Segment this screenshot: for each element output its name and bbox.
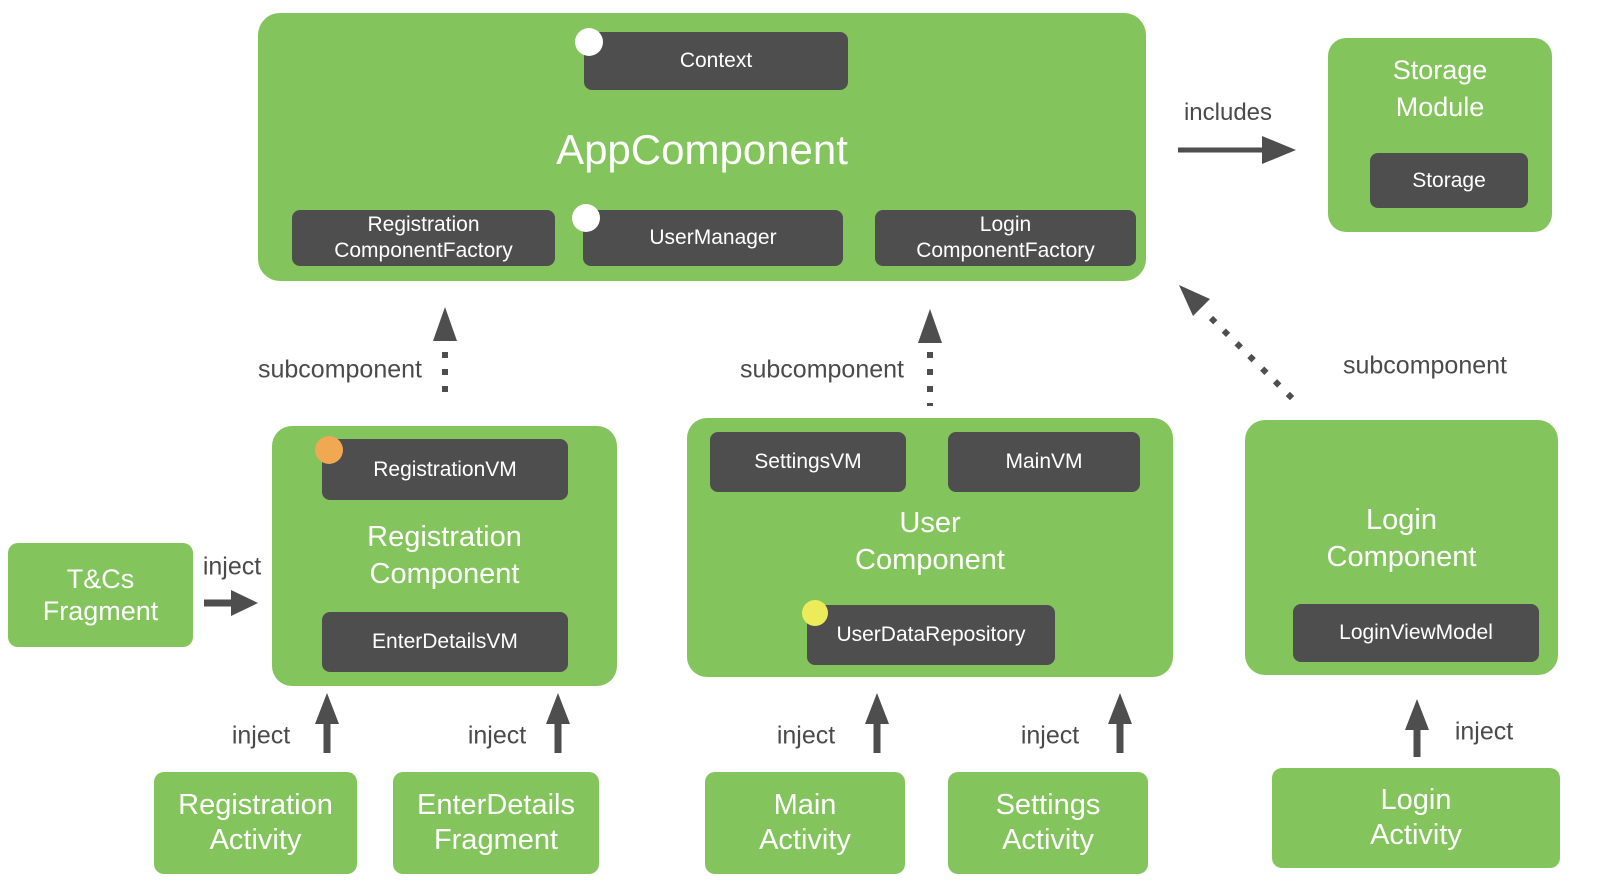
provision-context: Context xyxy=(584,32,848,90)
provision-user-manager-label: UserManager xyxy=(649,226,777,249)
provision-enter-details-vm: EnterDetailsVM xyxy=(322,612,568,672)
user-component-title: User Component xyxy=(855,507,1005,576)
provision-user-data-repository-label: UserDataRepository xyxy=(836,623,1026,646)
provision-registration-vm-label: RegistrationVM xyxy=(373,457,517,481)
includes-arrow-icon xyxy=(1178,136,1296,164)
subcomponent-arrow-login-icon xyxy=(1179,285,1303,409)
provision-storage-label: Storage xyxy=(1412,168,1486,192)
provision-registration-vm: RegistrationVM xyxy=(322,439,568,500)
login-component-box: Login Component LoginViewModel xyxy=(1245,420,1558,675)
provision-context-label: Context xyxy=(679,49,753,72)
login-activity-label: Login Activity xyxy=(1370,784,1462,851)
subcomponent-label-login: subcomponent xyxy=(1342,351,1508,380)
registration-activity-box: Registration Activity xyxy=(154,772,357,874)
inject-arrow-login-activity-icon xyxy=(1405,699,1429,757)
provision-login-view-model-label: LoginViewModel xyxy=(1339,621,1493,644)
inject-label-main-activity: inject xyxy=(776,721,836,750)
inject-label-settings-activity: inject xyxy=(1020,721,1080,750)
provision-user-data-repository: UserDataRepository xyxy=(807,605,1055,665)
provision-main-vm-label: MainVM xyxy=(1005,450,1083,473)
provision-settings-vm-label: SettingsVM xyxy=(754,450,862,473)
login-component-title: Login Component xyxy=(1326,504,1477,573)
inject-arrow-enterdetails-fragment-icon xyxy=(546,693,570,753)
provision-settings-vm: SettingsVM xyxy=(710,432,906,492)
inject-label-registration-activity: inject xyxy=(231,721,291,750)
includes-label: includes xyxy=(1183,99,1273,126)
storage-module-box: Storage Module Storage xyxy=(1328,38,1552,232)
settings-activity-box: Settings Activity xyxy=(948,772,1148,874)
enterdetails-fragment-label: EnterDetails Fragment xyxy=(417,789,575,856)
provision-login-component-factory: Login ComponentFactory xyxy=(875,210,1136,266)
activity-scope-dot-registration-vm-icon xyxy=(315,436,343,464)
app-component-box: AppComponent Context Registration Compon… xyxy=(258,13,1146,281)
provision-registration-component-factory-label: Registration ComponentFactory xyxy=(334,213,513,262)
provision-login-view-model: LoginViewModel xyxy=(1293,604,1539,662)
subcomponent-arrow-user-icon xyxy=(918,309,942,406)
inject-arrow-registration-activity-icon xyxy=(315,693,339,753)
singleton-scope-dot-user-manager-icon xyxy=(572,204,600,232)
login-activity-box: Login Activity xyxy=(1272,768,1560,868)
storage-module-title: Storage Module xyxy=(1392,55,1488,122)
inject-arrow-main-activity-icon xyxy=(865,693,889,753)
subcomponent-label-registration: subcomponent xyxy=(257,355,423,384)
subcomponent-arrow-registration-icon xyxy=(433,307,457,402)
inject-label-login-activity: inject xyxy=(1454,717,1514,746)
provision-main-vm: MainVM xyxy=(948,432,1140,492)
main-activity-box: Main Activity xyxy=(705,772,905,874)
inject-arrow-tcs-icon xyxy=(204,590,258,616)
app-component-title: AppComponent xyxy=(556,126,848,173)
provision-login-component-factory-label: Login ComponentFactory xyxy=(916,213,1095,262)
inject-label-tcs: inject xyxy=(202,552,262,581)
subcomponent-label-user: subcomponent xyxy=(739,355,905,384)
settings-activity-label: Settings Activity xyxy=(995,789,1101,856)
provision-enter-details-vm-label: EnterDetailsVM xyxy=(372,630,518,653)
registration-activity-label: Registration Activity xyxy=(178,789,333,856)
inject-label-enterdetails-fragment: inject xyxy=(467,721,527,750)
tcs-fragment-box: T&Cs Fragment xyxy=(8,543,193,647)
user-scope-dot-user-data-repository-icon xyxy=(802,600,828,626)
provision-storage: Storage xyxy=(1370,153,1528,208)
registration-component-box: RegistrationVM Registration Component En… xyxy=(272,426,617,686)
enterdetails-fragment-box: EnterDetails Fragment xyxy=(393,772,599,874)
inject-arrow-settings-activity-icon xyxy=(1108,693,1132,753)
user-component-box: SettingsVM MainVM User Component UserDat… xyxy=(687,418,1173,677)
registration-component-title: Registration Component xyxy=(367,521,522,590)
singleton-scope-dot-context-icon xyxy=(575,28,603,56)
provision-user-manager: UserManager xyxy=(583,210,843,266)
provision-registration-component-factory: Registration ComponentFactory xyxy=(292,210,555,266)
main-activity-label: Main Activity xyxy=(759,789,851,856)
tcs-fragment-label: T&Cs Fragment xyxy=(42,564,159,626)
